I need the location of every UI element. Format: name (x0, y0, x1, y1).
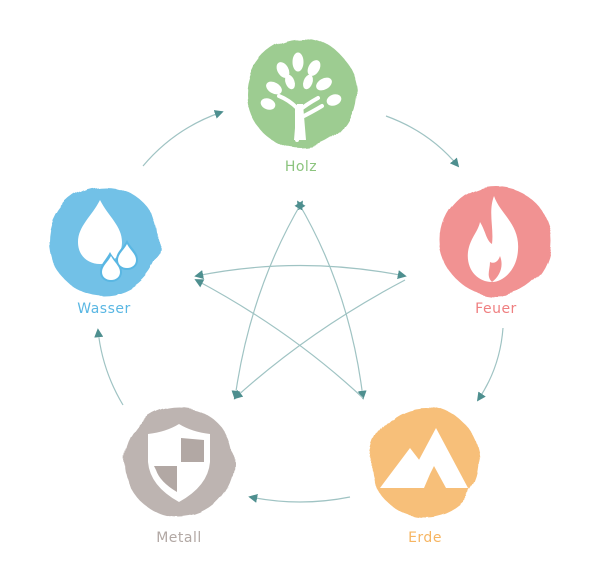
metall-label: Metall (156, 530, 202, 546)
element-metall (124, 407, 234, 517)
mountain-icon (380, 428, 468, 488)
element-wasser (49, 186, 159, 296)
feuer-label: Feuer (475, 301, 517, 317)
erde-label: Erde (408, 530, 442, 546)
holz-blob (246, 38, 356, 148)
cycle-arrow-metall-wasser (94, 328, 124, 406)
holz-label: Holz (284, 159, 318, 175)
element-holz (246, 38, 356, 148)
star-arrow-feuer-metall (233, 279, 406, 400)
tree-icon (260, 52, 342, 142)
star-arrow-holz-erde (297, 200, 367, 400)
water-drops-icon (78, 200, 138, 282)
cycle-arrow-feuer-erde (476, 327, 504, 402)
flame-icon (467, 196, 519, 282)
wasser-label: Wasser (77, 301, 131, 317)
star-arrow-wasser-erde (194, 279, 364, 399)
shield-icon (148, 424, 210, 502)
cycle-arrow-wasser-holz (142, 110, 224, 167)
star-arrow-wasser-feuer (194, 264, 407, 280)
element-feuer (441, 186, 551, 296)
cycle-arrow-erde-metall (248, 493, 351, 503)
element-erde (370, 407, 480, 517)
cycle-arrow-holz-feuer (385, 115, 460, 168)
star-arrow-holz-metall (231, 200, 303, 400)
